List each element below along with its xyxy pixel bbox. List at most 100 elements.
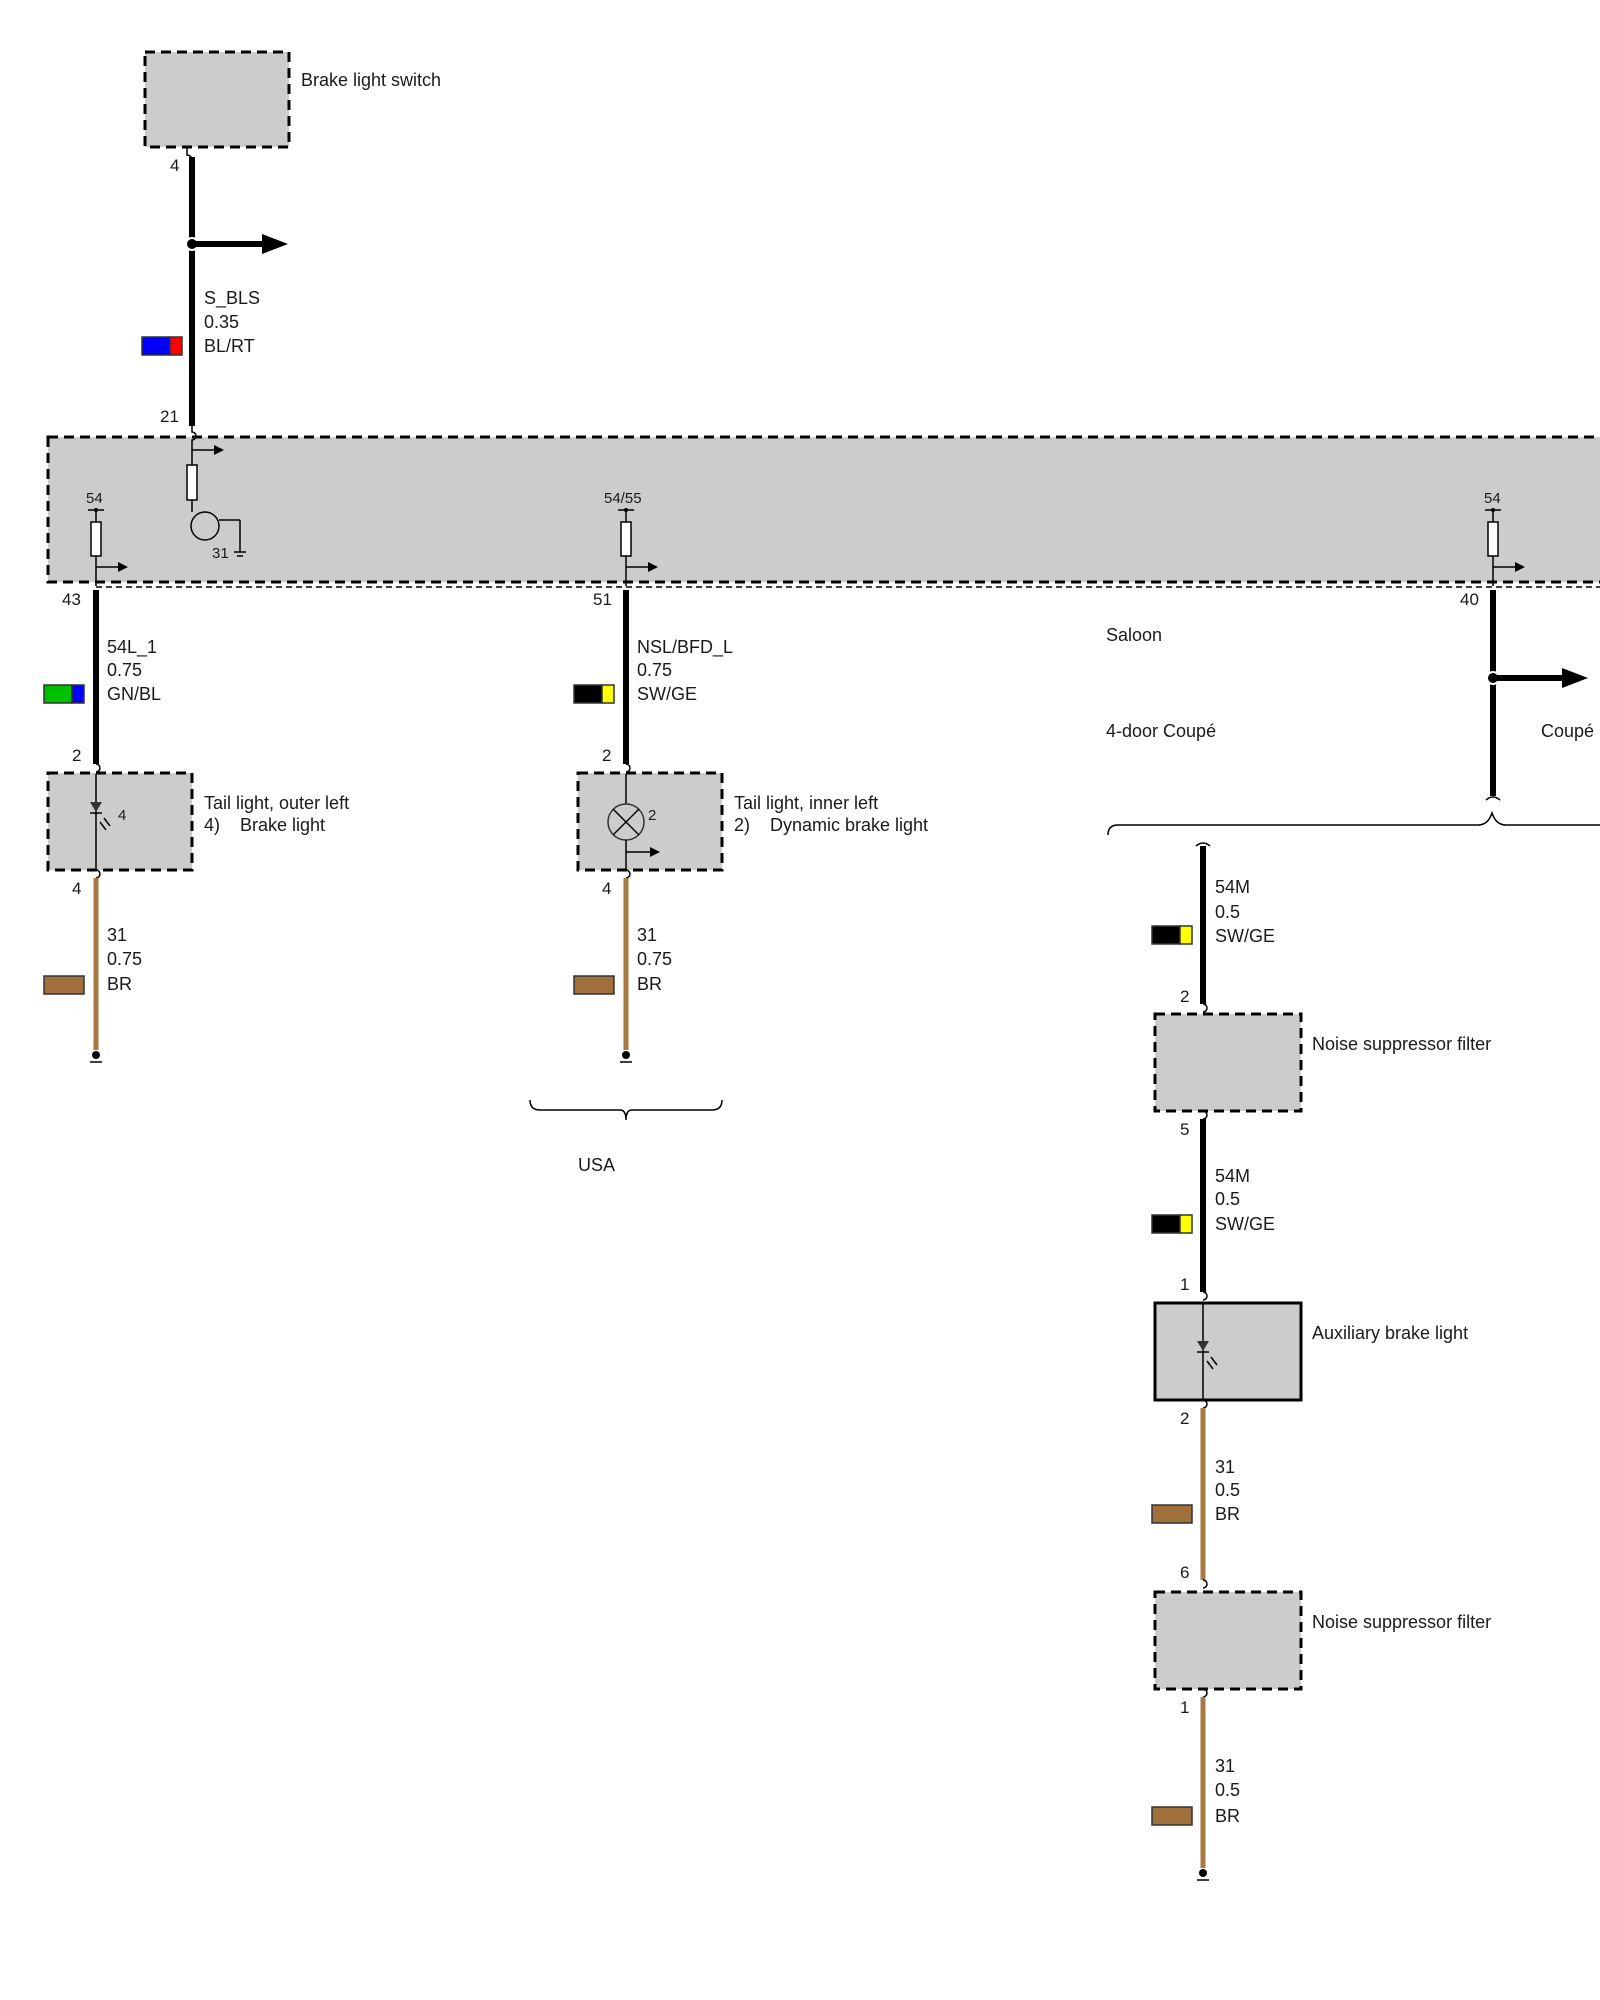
branch-arrow-icon [262,234,288,254]
wire-color-swatch-br [1151,1504,1193,1524]
filter2-pin-bottom: 1 [1180,1698,1189,1717]
tail-outer-sub-num: 4) [204,815,220,835]
wire-g1-color: BR [107,974,132,994]
wire-m1-gauge: 0.5 [1215,902,1240,922]
output-51-internal-label: 54/55 [604,490,642,507]
tail-inner-sub-text: Dynamic brake light [770,815,928,835]
wire-b2-signal: 31 [1215,1756,1235,1776]
wire-s-bls-signal: S_BLS [204,288,260,309]
wire-m1-color: SW/GE [1215,926,1275,946]
wire-color-swatch-bl-rt [141,336,183,356]
control-unit-pin-in: 21 [160,407,179,426]
wire-54l-1-gauge: 0.75 [107,660,142,680]
brake-light-switch-box[interactable] [143,50,291,149]
noise-suppressor-filter-1-box[interactable] [1153,1012,1303,1113]
tail-outer-element-num: 4 [118,807,126,824]
output-pin-51: 51 [593,590,612,609]
filter1-pin-bottom: 5 [1180,1120,1189,1139]
connector-hook [191,426,197,452]
wire-nsl-gauge: 0.75 [637,660,672,680]
wire-g1-signal: 31 [107,925,127,945]
ground-icon [1197,1869,1209,1881]
bulb-icon [607,774,660,870]
tail-outer-sub-text: Brake light [240,815,325,835]
tail-inner-pin-bottom: 4 [602,879,611,898]
filter2-pin-top: 6 [1180,1563,1189,1582]
connector-hook [1202,1003,1208,1013]
tail-light-outer-left-box[interactable] [46,771,194,872]
control-unit-box[interactable] [46,435,1600,584]
wire-color-swatch-sw-ge [1151,1214,1193,1234]
aux-pin-top: 1 [1180,1275,1189,1294]
wire-color-swatch-sw-ge [1151,925,1193,945]
variant-brace [1107,810,1600,836]
wire-nsl-signal: NSL/BFD_L [637,637,733,658]
tail-inner-element-num: 2 [648,807,656,824]
connector-hook [1202,1399,1208,1409]
transistor-icon [190,511,220,541]
output-40-internal-label: 54 [1484,490,1501,507]
wire-m2-gauge: 0.5 [1215,1189,1240,1209]
output-pin-40: 40 [1460,590,1479,609]
connector-hook [95,869,101,879]
filter2-label: Noise suppressor filter [1312,1612,1491,1632]
wire-m1-signal: 54M [1215,877,1250,897]
connector-hook [95,763,101,773]
wire-g2-signal: 31 [637,925,657,945]
wire-g2-color: BR [637,974,662,994]
variant-coupe-label: Coupé [1541,721,1594,741]
wire-54l-1-color: GN/BL [107,684,161,704]
wire-color-swatch-gn-bl [43,684,85,704]
tail-inner-pin-top: 2 [602,746,611,765]
wire-nsl-color: SW/GE [637,684,697,704]
wire-color-swatch-br [43,975,85,995]
variant-usa-label: USA [578,1155,615,1175]
aux-pin-bottom: 2 [1180,1409,1189,1428]
output-43-internal-label: 54 [86,490,103,507]
wire-color-swatch-br [1151,1806,1193,1826]
ground-icon [90,1051,102,1063]
wire-b1-signal: 31 [1215,1457,1235,1477]
auxiliary-brake-light-box[interactable] [1153,1301,1303,1402]
output-pin-43: 43 [62,590,81,609]
wire-m2-color: SW/GE [1215,1214,1275,1234]
wire-break-icon [1485,796,1501,801]
connector-hook [1202,1688,1208,1698]
noise-suppressor-filter-2-box[interactable] [1153,1590,1303,1691]
wire-g2-gauge: 0.75 [637,949,672,969]
tail-outer-pin-bottom: 4 [72,879,81,898]
brake-light-switch-label: Brake light switch [301,70,441,90]
connector-hook [625,869,631,879]
wire-b2-color: BR [1215,1806,1240,1826]
filter1-pin-top: 2 [1180,987,1189,1006]
aux-brake-light-label: Auxiliary brake light [1312,1323,1468,1343]
connector-hook [625,763,631,773]
connector-hook [1202,1579,1208,1589]
usa-brace [529,1099,723,1121]
led-icon [90,774,111,870]
wire-54l-1-signal: 54L_1 [107,637,157,658]
tail-outer-pin-top: 2 [72,746,81,765]
tail-inner-sub-num: 2) [734,815,750,835]
filter1-label: Noise suppressor filter [1312,1034,1491,1054]
variant-saloon-label: Saloon [1106,625,1162,645]
variant-4door-coupe-label: 4-door Coupé [1106,721,1216,741]
ground-icon [620,1051,632,1063]
wire-color-swatch-br [573,975,615,995]
branch-arrow-icon [1562,668,1588,688]
output-43-internal [88,508,128,586]
wire-s-bls-gauge: 0.35 [204,312,239,332]
control-unit-ground-label: 31 [212,545,229,562]
output-51-internal [618,508,658,586]
output-40-internal [1485,508,1525,586]
wire-s-bls-color: BL/RT [204,336,255,356]
led-icon [1197,1303,1218,1400]
wire-b1-gauge: 0.5 [1215,1480,1240,1500]
wire-break-icon [1195,842,1211,847]
connector-hook [1202,1110,1208,1120]
wire-m2-signal: 54M [1215,1166,1250,1186]
internal-arrow-icon [214,445,224,455]
wire-g1-gauge: 0.75 [107,949,142,969]
tail-inner-title: Tail light, inner left [734,793,878,813]
